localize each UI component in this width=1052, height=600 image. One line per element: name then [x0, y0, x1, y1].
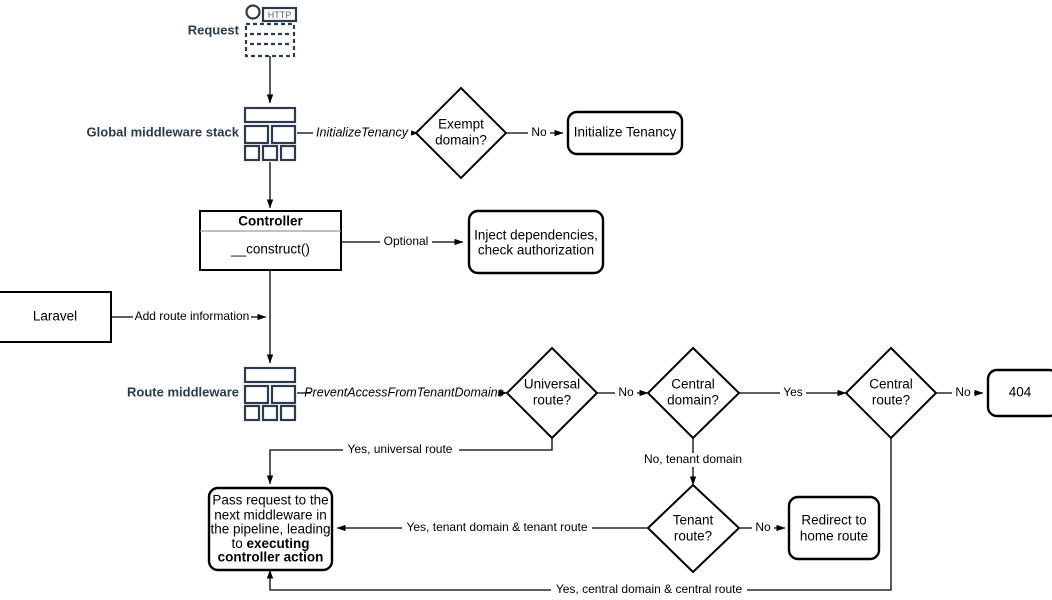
edge-label-central-domain-yes: Yes	[780, 385, 806, 400]
node-central-route-line1: Central	[869, 377, 913, 392]
edge-label-initialize-tenancy: InitializeTenancy	[313, 125, 411, 140]
http-icon-caption: HTTP	[268, 10, 292, 20]
node-central-domain-line1: Central	[671, 377, 715, 392]
svg-text:No, tenant domain: No, tenant domain	[644, 452, 742, 466]
edge-label-controller-optional: Optional	[380, 234, 432, 249]
node-404-label: 404	[1009, 385, 1032, 400]
edge-label-exempt-domain-no: No	[528, 125, 550, 140]
node-exempt-domain-line2: domain?	[435, 133, 487, 148]
http-request-icon: HTTP	[244, 4, 298, 58]
node-tenant-route[interactable]: Tenant route?	[646, 483, 741, 574]
svg-text:PreventAccessFromTenantDomains: PreventAccessFromTenantDomains	[304, 385, 504, 399]
side-label-request: Request	[188, 22, 240, 37]
svg-text:Yes: Yes	[783, 385, 803, 399]
svg-text:Yes, central domain & central: Yes, central domain & central route	[556, 582, 743, 596]
node-laravel[interactable]: Laravel	[0, 291, 112, 343]
node-initialize-tenancy[interactable]: Initialize Tenancy	[566, 110, 684, 156]
node-tenant-route-line1: Tenant	[673, 513, 714, 528]
node-pass-request-line5: controller action	[218, 550, 324, 565]
node-pass-request-line4: to executing	[231, 536, 309, 551]
node-laravel-label: Laravel	[33, 309, 77, 324]
edge-label-universal-route-no: No	[615, 385, 637, 400]
node-redirect-home-line1: Redirect to	[801, 513, 866, 528]
edge-label-tenant-route-no: No	[752, 520, 774, 535]
node-controller-method: __construct()	[230, 242, 310, 257]
edge-label-universal-route-yes: Yes, universal route	[343, 442, 459, 457]
node-pass-request[interactable]: Pass request to the next middleware in t…	[207, 486, 334, 572]
edge-label-prevent-access: PreventAccessFromTenantDomains	[304, 385, 504, 400]
node-initialize-tenancy-label: Initialize Tenancy	[574, 125, 677, 140]
edge-label-add-route-information: Add route information	[133, 309, 251, 324]
node-pass-request-line1: Pass request to the	[212, 493, 328, 508]
node-universal-route-line1: Universal	[524, 377, 580, 392]
node-inject-dependencies-line1: Inject dependencies,	[474, 228, 598, 243]
svg-text:Yes, tenant domain & tenant ro: Yes, tenant domain & tenant route	[406, 520, 587, 534]
svg-text:Add route information: Add route information	[135, 309, 250, 323]
node-redirect-home[interactable]: Redirect to home route	[787, 495, 881, 561]
node-404[interactable]: 404	[986, 368, 1052, 418]
edge-label-central-route-yes-bottom: Yes, central domain & central route	[551, 582, 747, 597]
edge-label-central-route-no: No	[952, 385, 974, 400]
svg-text:Optional: Optional	[384, 234, 429, 248]
node-central-domain-line2: domain?	[667, 393, 719, 408]
svg-text:No: No	[755, 520, 771, 534]
node-universal-route[interactable]: Universal route?	[505, 346, 599, 440]
node-controller[interactable]: Controller __construct()	[199, 210, 342, 271]
edge-label-central-domain-no-tenant: No, tenant domain	[639, 452, 748, 467]
node-pass-request-line2: next middleware in	[214, 508, 327, 523]
node-central-route-line2: route?	[872, 393, 910, 408]
node-pass-request-line3: the pipeline, leading	[210, 522, 330, 537]
route-middleware-icon	[243, 366, 297, 422]
node-pass-request-line4-bold: executing	[246, 536, 309, 551]
node-exempt-domain[interactable]: Exempt domain?	[414, 86, 508, 180]
global-middleware-stack-icon	[243, 106, 297, 162]
node-inject-dependencies[interactable]: Inject dependencies, check authorization	[467, 209, 605, 275]
svg-text:No: No	[955, 385, 971, 399]
node-inject-dependencies-line2: check authorization	[478, 243, 594, 258]
node-central-route[interactable]: Central route?	[844, 346, 938, 440]
svg-text:Yes, universal route: Yes, universal route	[348, 442, 453, 456]
node-tenant-route-line2: route?	[674, 529, 712, 544]
svg-text:No: No	[618, 385, 634, 399]
node-controller-header: Controller	[238, 214, 303, 229]
edge-label-tenant-route-yes: Yes, tenant domain & tenant route	[402, 520, 592, 535]
node-universal-route-line2: route?	[533, 393, 571, 408]
node-redirect-home-line2: home route	[800, 529, 868, 544]
node-exempt-domain-line1: Exempt	[438, 117, 484, 132]
node-pass-request-line4-normal: to	[231, 536, 246, 551]
node-central-domain[interactable]: Central domain?	[646, 346, 741, 440]
side-label-route-middleware: Route middleware	[127, 384, 239, 399]
svg-text:InitializeTenancy: InitializeTenancy	[316, 125, 409, 139]
side-label-global-middleware-stack: Global middleware stack	[87, 124, 240, 139]
svg-text:No: No	[531, 125, 547, 139]
